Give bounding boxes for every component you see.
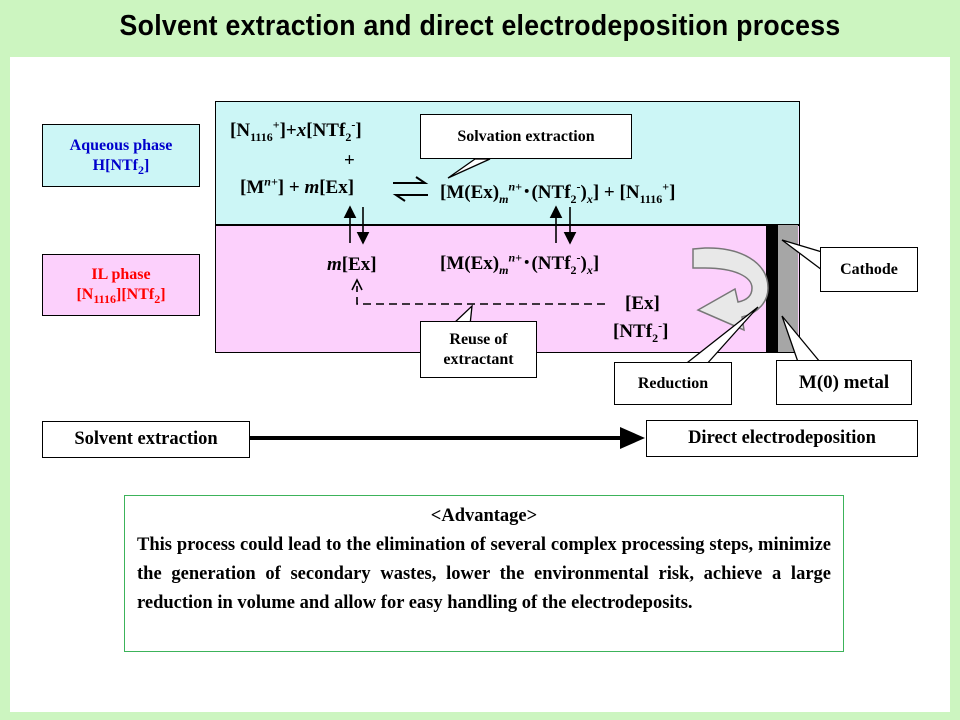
- direct-electrodeposition-box: Direct electrodeposition: [646, 420, 918, 457]
- cathode-electrode: [766, 225, 778, 352]
- il-complex: [M(Ex)mn+･(NTf2-)x]: [440, 250, 600, 277]
- il-released-ex: [Ex]: [625, 293, 660, 314]
- eq-plus: +: [344, 150, 355, 171]
- solvent-extraction-box: Solvent extraction: [42, 421, 250, 458]
- il-extractant: m[Ex]: [327, 254, 377, 275]
- il-phase-label: IL phase [N1116][NTf2]: [42, 254, 200, 316]
- cathode-callout: Cathode: [820, 247, 918, 292]
- aqueous-phase-formula: H[NTf2]: [92, 156, 150, 177]
- metal-callout: M(0) metal: [776, 360, 912, 405]
- phase-boundary: [215, 224, 799, 226]
- solvation-extraction-callout: Solvation extraction: [420, 114, 632, 159]
- metal-deposit: [778, 225, 798, 352]
- aqueous-phase-name: Aqueous phase: [69, 136, 173, 154]
- il-phase-name: IL phase: [91, 266, 151, 283]
- advantage-box: <Advantage> This process could lead to t…: [124, 495, 844, 652]
- eq-left-term: [Mn+] + m[Ex]: [240, 174, 355, 198]
- advantage-heading: <Advantage>: [430, 506, 538, 526]
- il-released-ntf: [NTf2-]: [613, 318, 669, 345]
- advantage-text: This process could lead to the eliminati…: [137, 535, 831, 613]
- eq-top-term: [N1116+]+x[NTf2-]: [230, 117, 362, 144]
- reduction-callout: Reduction: [614, 362, 732, 405]
- page-title: Solvent extraction and direct electrodep…: [119, 10, 841, 42]
- aqueous-phase-label: Aqueous phase H[NTf2]: [42, 124, 200, 187]
- eq-right-term: [M(Ex)mn+･(NTf2-)x] + [N1116+]: [440, 179, 676, 206]
- il-phase-formula: [N1116][NTf2]: [76, 286, 166, 307]
